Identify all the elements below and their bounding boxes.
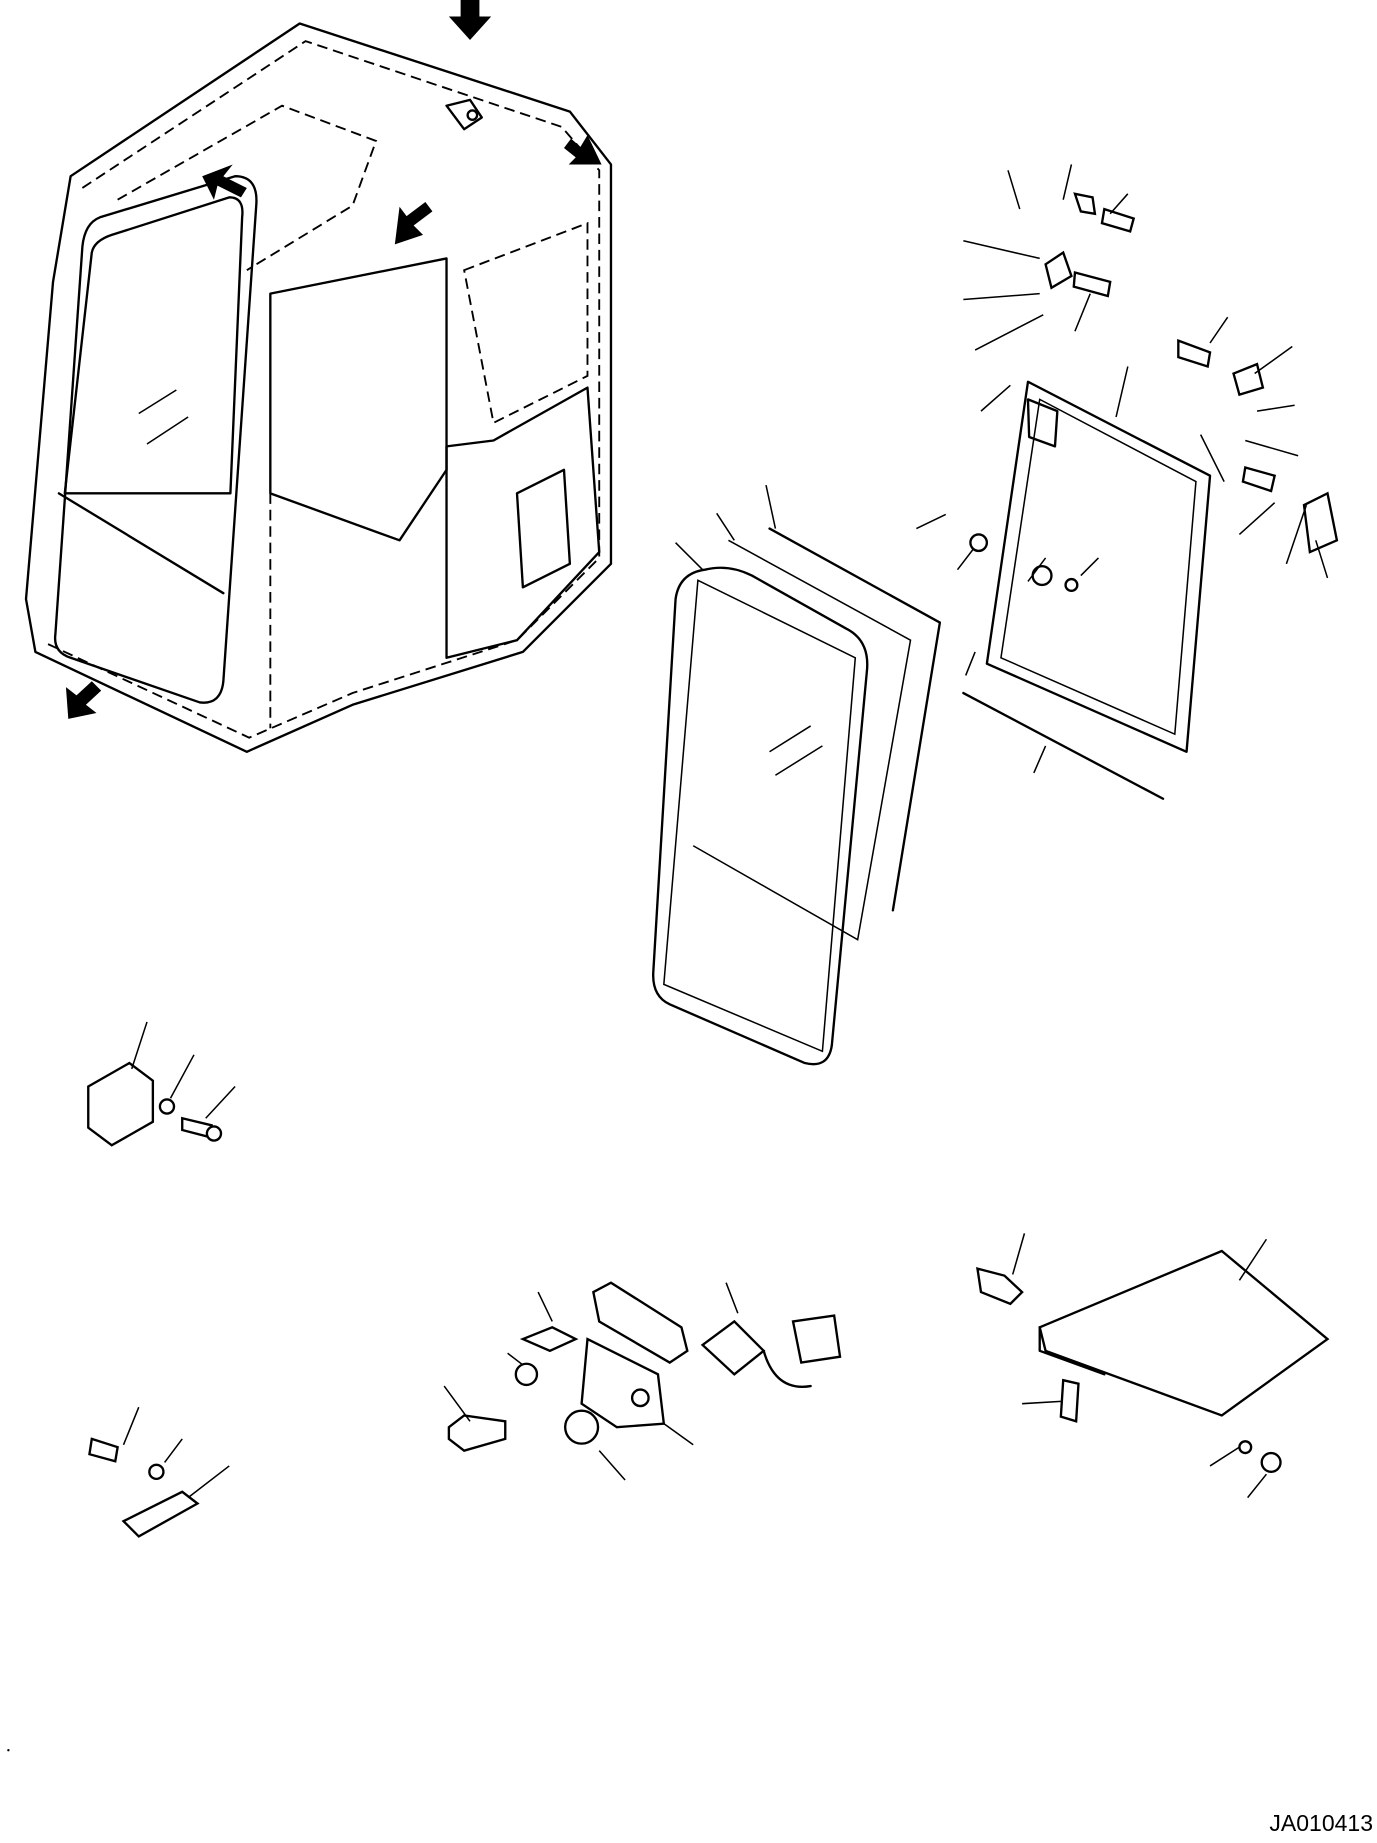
drawing-code: JA010413 bbox=[1269, 1810, 1373, 1836]
door-glass-group bbox=[652, 484, 942, 1066]
arrow-icon bbox=[394, 202, 433, 245]
arrow-icon bbox=[563, 135, 602, 165]
stopper-group bbox=[87, 1021, 236, 1147]
cab-assembly bbox=[24, 22, 613, 753]
arrow-icon bbox=[448, 0, 492, 40]
window-frame-group bbox=[916, 164, 1339, 800]
hinge-group bbox=[88, 1406, 230, 1538]
cover-plate-group bbox=[976, 1233, 1330, 1499]
arrow-icon bbox=[65, 681, 102, 719]
view-arrows bbox=[65, 0, 602, 719]
arrow-icon bbox=[202, 164, 247, 200]
door-switch-group bbox=[443, 1281, 842, 1481]
